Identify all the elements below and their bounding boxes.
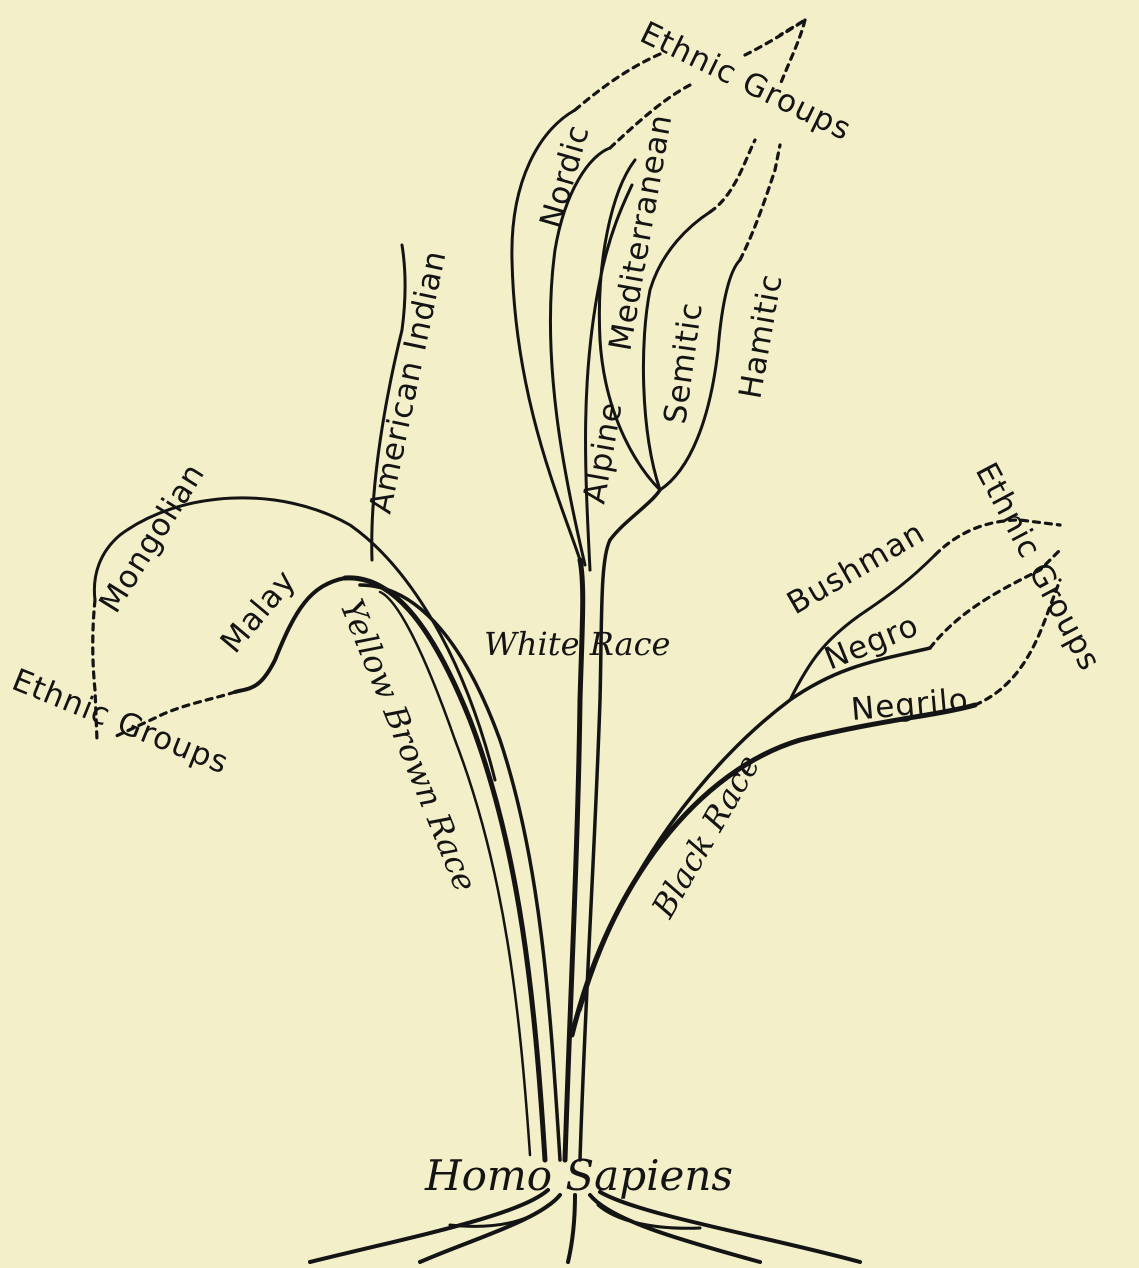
label-mongolian: Mongolian — [92, 457, 212, 619]
label-homo-sapiens: Homo Sapiens — [424, 1151, 733, 1200]
label-malay: Malay — [214, 563, 304, 660]
label-american-indian: American Indian — [363, 247, 454, 517]
label-ethnic-groups-right: Ethnic Groups — [968, 457, 1108, 677]
yellow-brown-branch — [93, 245, 560, 1160]
label-hamitic: Hamitic — [732, 271, 789, 401]
label-negro: Negro — [820, 607, 924, 677]
label-bushman: Bushman — [781, 514, 931, 621]
label-negrilo: Negrilo — [850, 682, 971, 728]
label-yellow-brown-race: Yellow Brown Race — [333, 594, 485, 897]
label-ethnic-groups-left: Ethnic Groups — [7, 662, 234, 782]
label-semitic: Semitic — [657, 300, 710, 426]
roots — [310, 1190, 860, 1262]
label-white-race: White Race — [484, 625, 670, 663]
